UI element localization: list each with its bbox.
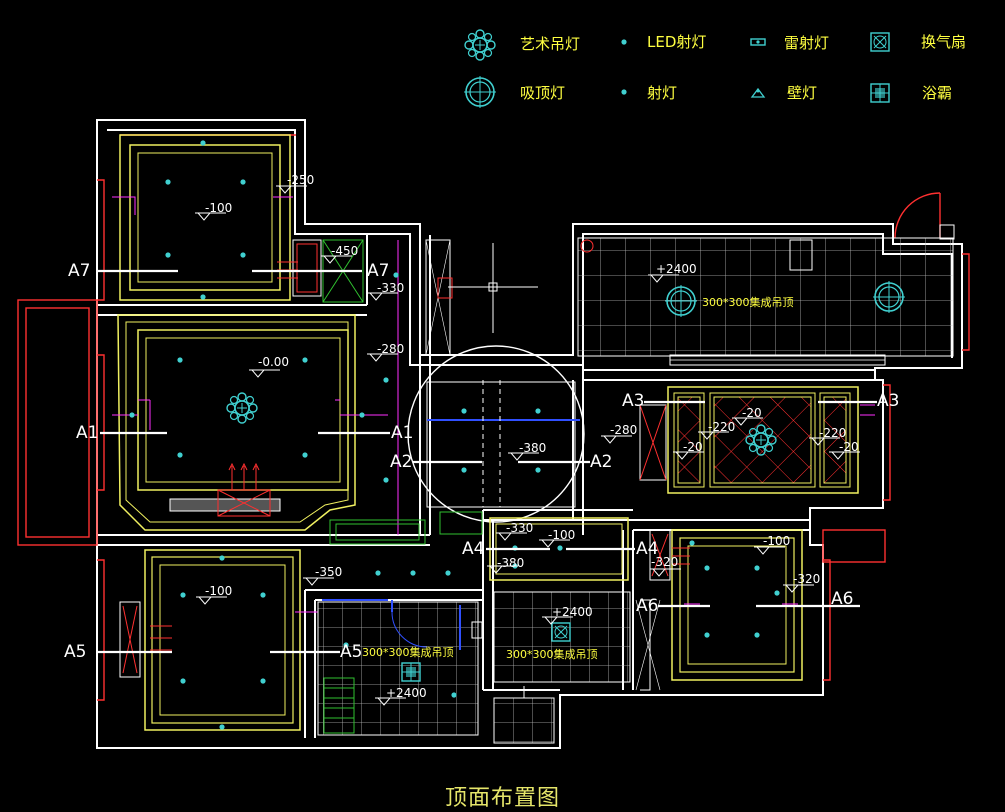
section-label-a5: A5 [64,642,86,662]
room-bathroom-middle: +2400 300*300集成吊顶 [493,591,631,744]
elevation-label: -280 [377,342,404,356]
elevation-label: -100 [205,201,232,215]
elevation-label: -330 [506,521,533,535]
legend: 艺术吊灯 LED射灯 雷射灯 换气扇 吸顶灯 射灯 壁灯 浴霸 [463,29,966,109]
elevation-label: -220 [708,420,735,434]
legend-label: 换气扇 [921,33,966,51]
elevation-label: -320 [793,572,820,586]
led-spotlight-icon [621,39,627,45]
spotlight-icon [180,555,266,730]
spotlight-icon [375,570,451,576]
section-label-a4: A4 [462,539,484,559]
note-label: 300*300集成吊顶 [702,295,794,309]
elevation-label: +2400 [386,686,427,700]
ventilation-fan-icon [870,32,890,52]
room-kitchen: +2400 300*300集成吊顶 [577,224,955,366]
elevation-label: -20 [683,440,703,454]
elevation-label: -280 [610,423,637,437]
chandelier-icon [226,392,258,424]
elevation-label: -350 [315,565,342,579]
section-label-a7: A7 [367,261,389,281]
section-label-a6: A6 [831,589,853,609]
elevation-label: -450 [331,244,358,258]
elevation-label: -380 [497,556,524,570]
room-bedroom-top: -100 -250 -450 [112,134,364,303]
ceiling-light-icon [463,75,497,109]
windows [17,134,970,701]
section-label-a1: A1 [391,423,413,443]
section-label-a6: A6 [636,596,658,616]
section-label-a4: A4 [636,539,658,559]
elevation-label: -320 [651,555,678,569]
chandelier-icon [464,29,496,61]
elevation-label: -330 [377,281,404,295]
elevation-label: +2400 [656,262,697,276]
elevation-label: +2400 [552,605,593,619]
elevation-label: -20 [742,406,762,420]
room-living: -0.00 [112,314,426,545]
legend-label: 壁灯 [787,84,817,102]
room-bedroom-right: -320 -100 -320 [635,529,820,691]
legend-label: LED射灯 [647,33,706,51]
elevation-label: -100 [763,534,790,548]
wall-lamp-icon [750,87,766,98]
spotlight-icon [689,540,780,638]
section-label-a3: A3 [877,391,899,411]
room-dining: -380 [407,345,585,535]
elevation-label: -0.00 [258,355,289,369]
section-mark-labels: A7 A7 A1 A1 A2 A2 A3 A3 A4 A4 A5 A5 A6 A… [64,261,899,662]
section-label-a5: A5 [340,642,362,662]
section-label-a2: A2 [590,452,612,472]
note-label: 300*300集成吊顶 [362,645,454,659]
section-label-a2: A2 [390,452,412,472]
drawing-title: 顶面布置图 [444,786,560,811]
bath-heater-icon [870,83,890,103]
section-label-a3: A3 [622,391,644,411]
room-bedroom-bottom: -100 -350 [119,549,451,731]
elevation-label: -100 [205,584,232,598]
section-label-a1: A1 [76,423,98,443]
laser-light-icon [750,38,766,46]
section-label-a7: A7 [68,261,90,281]
legend-label: 射灯 [647,84,677,102]
legend-label: 雷射灯 [784,34,829,52]
section-marks [96,269,877,654]
corridor: -330 -280 [366,239,538,535]
elevation-label: -20 [839,440,859,454]
legend-label: 艺术吊灯 [520,35,580,53]
legend-label: 浴霸 [922,84,952,102]
elevation-label: -100 [548,528,575,542]
legend-label: 吸顶灯 [520,84,565,102]
room-dining-right: -280 -220 -20 -20 -220 -20 [600,386,875,494]
spotlight-icon [621,89,627,95]
elevation-label: -220 [819,426,846,440]
note-label: 300*300集成吊顶 [506,647,598,661]
spotlight-icon [165,140,246,300]
elevation-label: -380 [519,441,546,455]
elevation-label: -250 [287,173,314,187]
room-bathroom-left: 300*300集成吊顶 +2400 [317,599,483,736]
